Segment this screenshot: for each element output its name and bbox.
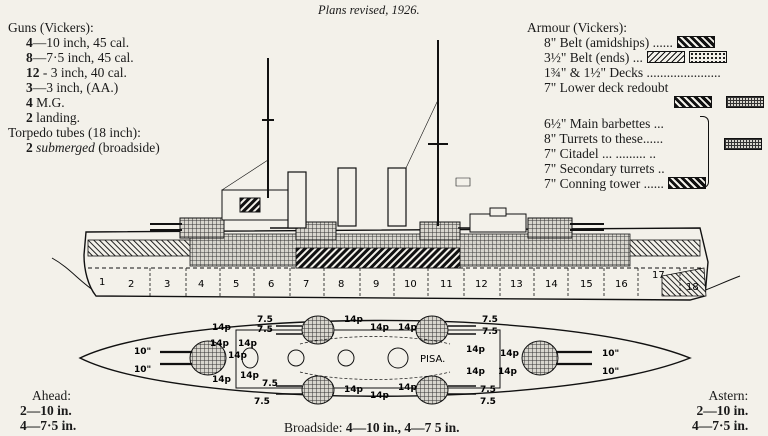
astern-summary: Astern: 2—10 in. 4—7·5 in. bbox=[692, 388, 748, 433]
torpedo-item: 2 submerged (broadside) bbox=[26, 140, 160, 155]
astern-heading: Astern: bbox=[708, 388, 749, 403]
gun-label: 10" bbox=[602, 349, 619, 359]
section-number: 15 bbox=[580, 279, 593, 290]
section-number: 18 bbox=[686, 282, 699, 293]
gun-label: 7.5 bbox=[257, 325, 273, 335]
gun-label: 10" bbox=[134, 347, 151, 357]
gun-item: 12 - 3 inch, 40 cal. bbox=[26, 65, 127, 80]
section-number: 10 bbox=[404, 279, 417, 290]
gun-label: 7.5 bbox=[482, 315, 498, 325]
armour-item: 8" Belt (amidships) ...... bbox=[527, 35, 764, 50]
section-number: 5 bbox=[233, 279, 239, 290]
gun-label: 14p bbox=[228, 351, 248, 361]
gun-label: 14p bbox=[466, 345, 486, 355]
gun-label: 14p bbox=[370, 391, 390, 401]
section-number: 8 bbox=[338, 279, 344, 290]
section-number: 1 bbox=[99, 277, 105, 288]
section-number: 6 bbox=[268, 279, 274, 290]
armour-item: 7" Citadel ... ......... .. bbox=[544, 146, 657, 161]
armour-item: 6½" Main barbettes ... bbox=[544, 116, 664, 131]
section-number: 17 bbox=[652, 270, 665, 281]
redoubt-check-swatch bbox=[726, 96, 764, 108]
gun-label: 14p bbox=[398, 323, 418, 333]
gun-label: 14p bbox=[240, 371, 260, 381]
armour-item: 8" Turrets to these...... bbox=[544, 131, 664, 146]
armour-heading: Armour (Vickers): bbox=[527, 20, 628, 35]
section-number: 11 bbox=[440, 279, 453, 290]
redoubt-heavy-swatch bbox=[674, 96, 712, 108]
side-elevation: 1 2 3 4 5 6 7 8 9 10 11 12 13 14 15 16 1… bbox=[51, 40, 741, 301]
gun-item: 2 landing. bbox=[26, 110, 80, 125]
gun-label: 7.5 bbox=[262, 379, 278, 389]
gun-label: 10" bbox=[602, 367, 619, 377]
heavy-armour-swatch bbox=[676, 36, 715, 48]
gun-label: 7.5 bbox=[480, 397, 496, 407]
section-number: 16 bbox=[615, 279, 628, 290]
armour-item: 3½" Belt (ends) ... bbox=[527, 50, 764, 65]
armour-item: 1¾" & 1½" Decks ...................... bbox=[544, 65, 721, 80]
gun-label: 14p bbox=[344, 315, 364, 325]
section-number: 2 bbox=[128, 279, 134, 290]
broadside-value: 4—10 in., 4—7 5 in. bbox=[345, 420, 460, 435]
dotted-armour-swatch bbox=[688, 51, 727, 63]
section-number: 9 bbox=[373, 279, 379, 290]
section-number: 4 bbox=[198, 279, 204, 290]
astern-line: 4—7·5 in. bbox=[692, 418, 749, 433]
plan-gun-labels: 10" 10" 10" 10" 7.5 7.5 7.5 7.5 7.5 7.5 … bbox=[134, 315, 619, 407]
gun-item: 8—7·5 inch, 45 cal. bbox=[26, 50, 134, 65]
plans-revised-caption: Plans revised, 1926. bbox=[318, 3, 420, 17]
section-number: 12 bbox=[475, 279, 488, 290]
armour-item: 7" Secondary turrets .. bbox=[544, 161, 665, 176]
gun-label: 14p bbox=[498, 367, 518, 377]
section-number: 7 bbox=[303, 279, 309, 290]
astern-line: 2—10 in. bbox=[696, 403, 749, 418]
hull-section-numbers: 1 2 3 4 5 6 7 8 9 10 11 12 13 14 15 16 1… bbox=[99, 270, 699, 293]
barbette-check-swatch bbox=[724, 138, 762, 150]
gun-label: 14p bbox=[210, 339, 230, 349]
ahead-heading: Ahead: bbox=[32, 388, 71, 403]
armour-item: 7" Lower deck redoubt bbox=[544, 80, 669, 95]
light-armour-swatch bbox=[646, 51, 685, 63]
ahead-line: 4—7·5 in. bbox=[20, 418, 77, 433]
section-number: 13 bbox=[510, 279, 523, 290]
ship-name: PISA. bbox=[420, 354, 445, 365]
gun-label: 14p bbox=[212, 375, 232, 385]
armour-list: Armour (Vickers): 8" Belt (amidships) ..… bbox=[527, 20, 764, 191]
section-number: 3 bbox=[164, 279, 170, 290]
gun-label: 14p bbox=[466, 367, 486, 377]
gun-label: 7.5 bbox=[480, 385, 496, 395]
gun-label: 14p bbox=[344, 385, 364, 395]
armour-swatch-row bbox=[527, 95, 764, 110]
ahead-summary: Ahead: 2—10 in. 4—7·5 in. bbox=[20, 388, 76, 433]
ahead-line: 2—10 in. bbox=[20, 403, 72, 418]
gun-label: 7.5 bbox=[257, 315, 273, 325]
gun-label: 14p bbox=[212, 323, 232, 333]
broadside-summary: Broadside: 4—10 in., 4—7 5 in. bbox=[284, 420, 460, 435]
gun-label: 7.5 bbox=[482, 327, 498, 337]
gun-label: 14p bbox=[370, 323, 390, 333]
gun-label: 7.5 bbox=[254, 397, 270, 407]
gun-item: 4—10 inch, 45 cal. bbox=[26, 35, 130, 50]
torpedo-heading: Torpedo tubes (18 inch): bbox=[8, 125, 141, 140]
gun-label: 10" bbox=[134, 365, 151, 375]
deck-plan: PISA. 10" 10" 10" 10" 7.5 7.5 7.5 7.5 7.… bbox=[78, 315, 692, 407]
armour-brace bbox=[700, 116, 709, 188]
broadside-label: Broadside: bbox=[284, 420, 346, 435]
gun-item: 3—3 inch, (AA.) bbox=[26, 80, 119, 95]
gun-label: 14p bbox=[238, 339, 258, 349]
guns-list: Guns (Vickers): 4—10 inch, 45 cal. 8—7·5… bbox=[8, 20, 160, 155]
gun-label: 14p bbox=[500, 349, 520, 359]
gun-item: 4 M.G. bbox=[26, 95, 65, 110]
guns-heading: Guns (Vickers): bbox=[8, 20, 94, 35]
section-number: 14 bbox=[545, 279, 558, 290]
armour-item: 7" Conning tower ...... bbox=[527, 176, 764, 191]
gun-label: 14p bbox=[398, 383, 418, 393]
